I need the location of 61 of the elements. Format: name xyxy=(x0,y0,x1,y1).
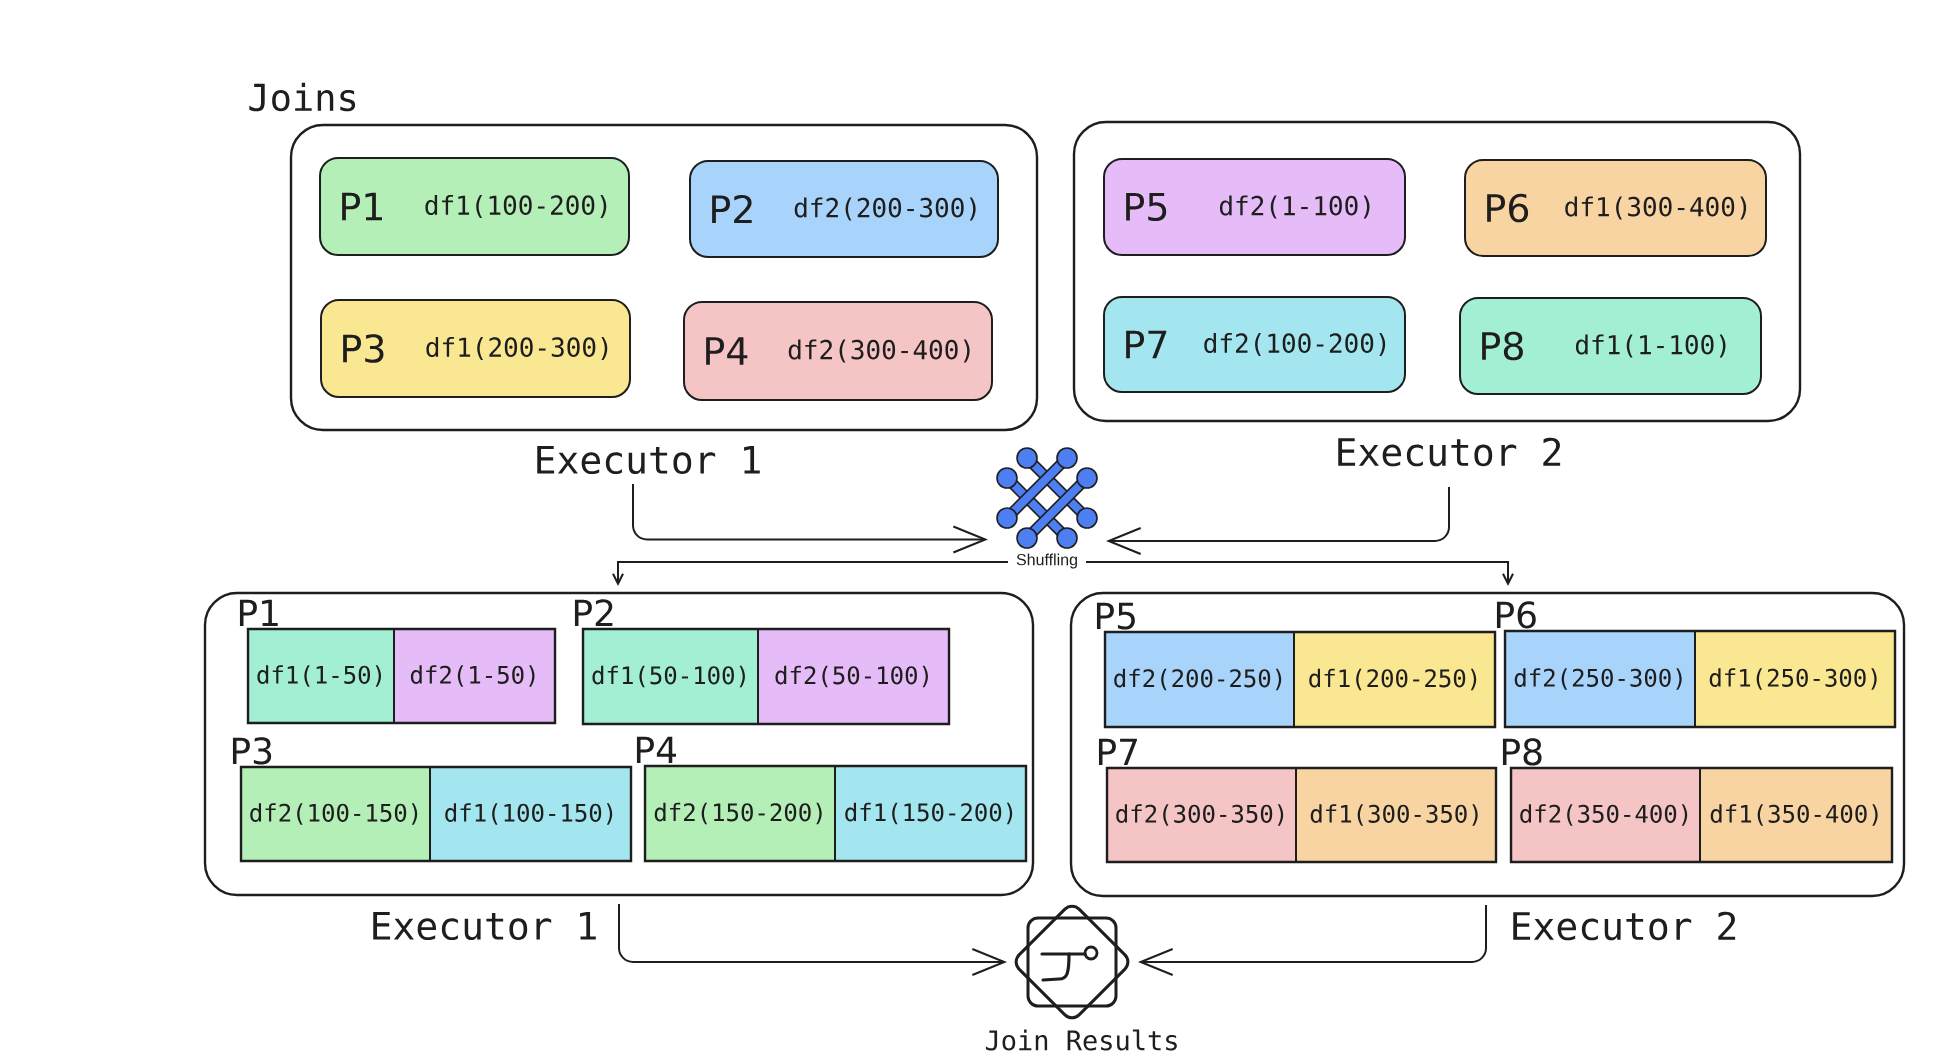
partition-name: P1 xyxy=(342,192,382,221)
executor-label: Executor 1 xyxy=(537,445,760,475)
partition-box xyxy=(689,160,999,258)
range-cell: df2(150-200) xyxy=(644,765,836,862)
arrow xyxy=(618,903,1007,976)
range-label: df2(1-100) xyxy=(1219,195,1370,219)
range-label: df1(200-300) xyxy=(426,336,608,361)
partition-name: P8 xyxy=(1482,331,1523,361)
icon-caption: Shuffling xyxy=(1016,553,1077,569)
partition-box xyxy=(320,299,631,398)
arrow xyxy=(1085,561,1514,586)
range-label: df2(200-300) xyxy=(794,197,976,221)
range-cell: df1(350-400) xyxy=(1699,767,1893,863)
partition-box xyxy=(1459,297,1762,395)
partition-name: P1 xyxy=(239,599,278,626)
partition-name: P5 xyxy=(1096,602,1135,630)
arrow xyxy=(612,561,1009,586)
partition-box xyxy=(319,157,630,256)
range-label: df1(100-200) xyxy=(425,194,607,219)
range-cell: df1(150-200) xyxy=(834,765,1027,862)
partition-name: P6 xyxy=(1496,601,1536,629)
partition-name: P6 xyxy=(1487,193,1529,223)
range-cell: df2(100-150) xyxy=(240,766,431,862)
partition-name: P2 xyxy=(712,194,752,224)
partition-name: P2 xyxy=(574,599,613,626)
executor-label: Executor 2 xyxy=(1513,911,1736,941)
partition-name: P5 xyxy=(1126,192,1167,222)
range-cell: df1(200-250) xyxy=(1293,631,1496,728)
arrow xyxy=(1106,486,1450,555)
range-cell: df1(1-50) xyxy=(247,628,395,724)
range-cell: df1(100-150) xyxy=(429,766,632,862)
partition-box xyxy=(683,301,993,401)
range-cell: df1(50-100) xyxy=(582,628,759,725)
partition-name: P3 xyxy=(232,737,272,765)
executor-label: Executor 2 xyxy=(1338,437,1561,467)
partition-name: P7 xyxy=(1126,330,1167,359)
partition-name: P3 xyxy=(343,334,384,363)
range-label: df2(300-400) xyxy=(788,339,970,363)
executor-label: Executor 1 xyxy=(373,911,596,941)
title: Joins xyxy=(249,82,356,112)
arrow xyxy=(1138,904,1487,976)
range-cell: df2(50-100) xyxy=(757,628,950,725)
partition-name: P7 xyxy=(1098,738,1137,765)
partition-box xyxy=(1103,296,1406,393)
range-cell: df2(300-350) xyxy=(1106,767,1297,863)
range-label: df2(100-200) xyxy=(1204,332,1386,357)
range-label: df1(300-400) xyxy=(1565,196,1747,220)
range-cell: df2(250-300) xyxy=(1504,630,1696,728)
range-cell: df2(350-400) xyxy=(1510,767,1701,863)
icon-caption: Join Results xyxy=(985,1029,1177,1051)
range-label: df1(1-100) xyxy=(1575,334,1726,358)
partition-name: P8 xyxy=(1502,738,1542,766)
partition-box xyxy=(1103,158,1406,256)
range-cell: df2(200-250) xyxy=(1104,631,1295,728)
partition-name: P4 xyxy=(706,337,748,365)
range-cell: df2(1-50) xyxy=(393,628,556,724)
partition-name: P4 xyxy=(636,736,676,763)
partition-box xyxy=(1464,159,1767,257)
range-cell: df1(250-300) xyxy=(1694,630,1896,728)
range-cell: df1(300-350) xyxy=(1295,767,1497,863)
arrow xyxy=(632,483,988,554)
